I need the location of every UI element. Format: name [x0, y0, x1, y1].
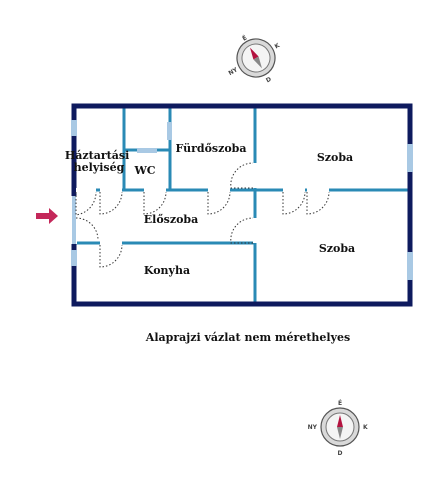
gap-hall-room [253, 218, 258, 243]
door-swing-room-top-3 [306, 191, 330, 215]
room-label-room-bottom: Szoba [319, 242, 355, 255]
door-swing-bath-room [230, 162, 254, 189]
compass-north-label: É [338, 399, 342, 407]
room-label-kitchen: Konyha [144, 264, 190, 277]
gap-room-top-2 [283, 188, 305, 193]
room-label-utility-line1: Háztartási [65, 149, 129, 162]
window-utility [71, 120, 77, 136]
door-swing-room-top [207, 191, 231, 215]
top-compass: É K D NY [227, 34, 282, 85]
entrance-door [72, 196, 76, 244]
gap-room-top-3 [307, 188, 329, 193]
compass-north-label: É [241, 34, 249, 43]
bottom-compass: É K D NY [308, 399, 368, 457]
door-swing-kitchen [99, 244, 123, 268]
room-label-wc: WC [133, 164, 155, 177]
gap-room-top [208, 188, 230, 193]
vent-bath [167, 122, 172, 140]
entrance-arrow [36, 208, 58, 224]
gap-kitchen [100, 241, 122, 246]
window-kitchen [71, 250, 77, 266]
window-room-bottom [407, 252, 413, 280]
door-swing-hall-room [230, 217, 254, 244]
scale-disclaimer: Alaprajzi vázlat nem mérethelyes [145, 331, 350, 344]
compass-south-label: D [265, 76, 273, 85]
door-swing-room-top-2 [282, 191, 306, 215]
door-swings [75, 162, 330, 268]
compass-west-label: NY [308, 424, 318, 431]
compass-south-label: D [338, 450, 343, 457]
room-label-utility: Háztartási helyiség [65, 149, 133, 174]
gap-bath [144, 188, 166, 193]
compass-north-needle [250, 47, 259, 60]
compass-south-needle [253, 56, 262, 69]
compass-east-label: K [274, 42, 282, 51]
room-label-utility-line2: helyiség [74, 161, 125, 174]
window-wc [137, 148, 157, 153]
compass-north-needle [337, 415, 343, 427]
inner-walls [74, 108, 410, 303]
windows [71, 120, 413, 280]
door-gaps [76, 163, 329, 246]
door-swing-entrance [75, 217, 99, 241]
door-swing-utility [75, 191, 97, 216]
compass-east-label: K [363, 424, 368, 431]
gap-utility [76, 188, 96, 193]
gap-wc [100, 188, 122, 193]
gap-bath-room [253, 163, 258, 188]
compass-west-label: NY [227, 66, 239, 77]
room-label-room-top: Szoba [317, 151, 353, 164]
compass-south-needle [337, 427, 343, 439]
door-swing-bath [143, 191, 167, 215]
room-label-bathroom: Fürdőszoba [175, 142, 246, 155]
window-room-top [407, 144, 413, 172]
door-swing-wc [99, 191, 123, 215]
room-label-hall: Előszoba [144, 213, 199, 226]
